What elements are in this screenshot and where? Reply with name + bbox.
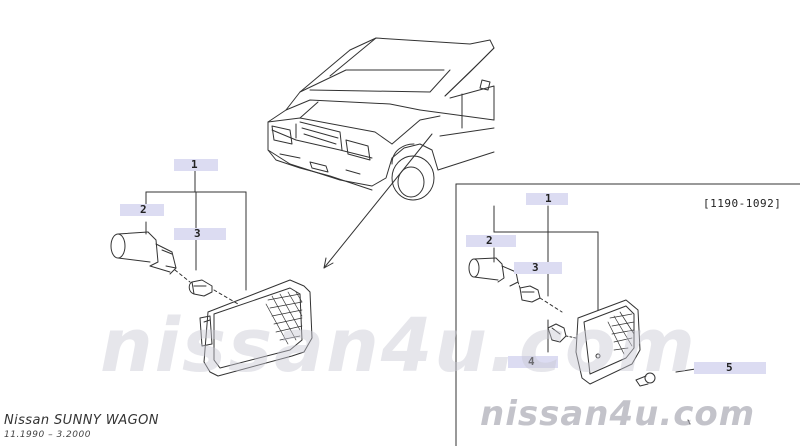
callout-part-1-left: 1 [174, 159, 218, 171]
callout-part-4-right: 4 [508, 356, 558, 368]
left-assembly-leaders [145, 167, 247, 291]
left-lens-housing [199, 279, 313, 377]
callout-part-3-right: 3 [514, 262, 562, 274]
car-illustration [267, 37, 495, 201]
callout-number: 2 [486, 234, 493, 247]
right-bulb [519, 285, 541, 303]
callout-part-3-left: 3 [174, 228, 226, 240]
right-socket [468, 257, 519, 287]
callout-number: 1 [545, 192, 552, 205]
callout-part-1-right: 1 [526, 193, 568, 205]
right-clip [547, 323, 577, 343]
left-lens-hatching [265, 291, 303, 345]
watermark-large: nissan4u.com [100, 303, 697, 389]
callout-number: 2 [140, 203, 147, 216]
production-dates: 11.1990 – 3.2000 [4, 430, 91, 440]
callout-number: 3 [532, 261, 539, 274]
variant-inset-frame [455, 183, 800, 446]
callout-number: 4 [528, 355, 535, 368]
callout-part-2-right: 2 [466, 235, 516, 247]
location-arrow [323, 133, 433, 269]
right-lens-hatching [607, 311, 635, 355]
right-screw [635, 372, 656, 387]
model-caption: Nissan SUNNY WAGON [4, 413, 159, 428]
callout-part-5-right: 5 [694, 362, 766, 374]
watermark-small: nissan4u.com [480, 394, 756, 434]
callout-part-2-left: 2 [120, 204, 164, 216]
variant-date-code: [1190-1092] [703, 197, 782, 210]
callout-number: 1 [191, 158, 198, 171]
callout-number: 3 [194, 227, 201, 240]
left-socket [110, 231, 177, 275]
callout-number: 5 [726, 361, 733, 374]
left-bulb [188, 279, 213, 297]
right-lens-housing [575, 299, 641, 385]
